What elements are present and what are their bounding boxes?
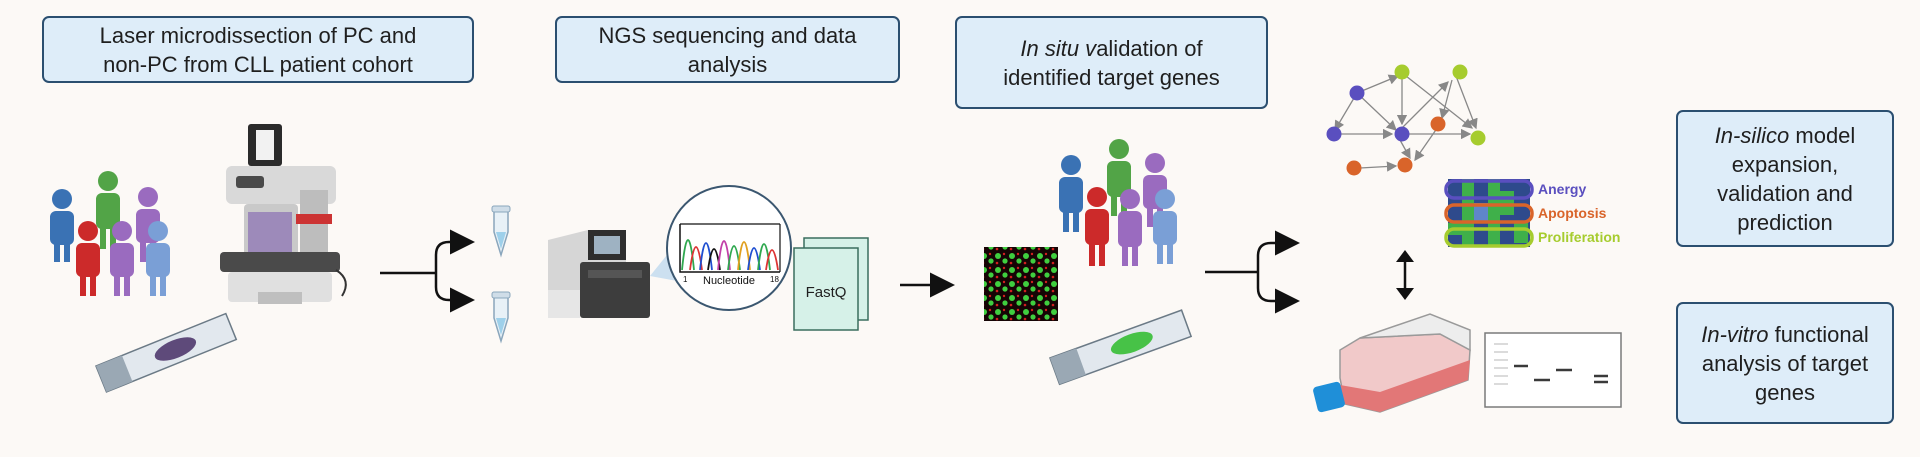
ngs-box-line2: analysis	[687, 51, 768, 77]
fastq-file-icon: FastQ	[793, 237, 869, 331]
sample-tube-icon	[491, 291, 511, 344]
insitu-italic: In situ v	[1020, 35, 1097, 61]
insilico-italic: In-silico	[1714, 122, 1790, 148]
in-situ-validation-box: In situ validation of identified target …	[955, 16, 1268, 109]
insilico-box-line1: In-silico model	[1715, 121, 1856, 150]
gene-network-graph	[1334, 74, 1478, 172]
invitro-box-line2: analysis of target	[1701, 350, 1869, 376]
ngs-sequencing-box: NGS sequencing and data analysis	[555, 16, 900, 83]
cell-culture-flask-icon	[1313, 313, 1471, 413]
chromatogram-tick-start: 1	[683, 275, 688, 284]
invitro-box-line3: genes	[1755, 379, 1815, 405]
invitro-rest: functional	[1768, 321, 1869, 347]
ngs-box-line1: NGS sequencing and data	[598, 22, 857, 48]
split-arrow-1	[380, 229, 475, 313]
fastq-label: FastQ	[806, 284, 847, 301]
ngs-sequencer-icon	[548, 230, 650, 318]
chromatogram-tick-end: 18	[770, 275, 779, 284]
pathway-heatmap: Anergy Apoptosis Proliferation	[1444, 179, 1620, 248]
insitu-rest: alidation of	[1096, 35, 1203, 61]
patient-cohort-icon	[1059, 139, 1177, 266]
insilico-box-line2: expansion,	[1731, 151, 1839, 177]
insitu-box-line1: In situ validation of	[1003, 34, 1220, 63]
insilico-box-line3: validation and	[1717, 180, 1853, 206]
chromatogram-xlabel: Nucleotide	[703, 275, 755, 287]
sample-tube-icon	[491, 205, 511, 258]
laser-box-line1: Laser microdissection of PC and	[99, 22, 417, 48]
in-silico-model-box: In-silico model expansion, validation an…	[1676, 110, 1894, 247]
in-vitro-functional-box: In-vitro functional analysis of target g…	[1676, 302, 1894, 424]
network-nodes	[1326, 64, 1486, 176]
insilico-box-line4: prediction	[1737, 209, 1833, 235]
laser-microdissection-box: Laser microdissection of PC and non-PC f…	[42, 16, 474, 83]
insilico-rest: model	[1789, 122, 1856, 148]
invitro-italic: In-vitro	[1701, 321, 1769, 347]
invitro-box-line1: In-vitro functional	[1701, 320, 1869, 349]
patient-cohort-icon	[50, 171, 170, 296]
tissue-slide-icon	[95, 312, 238, 393]
chromatogram-magnifier: Nucleotide 1 18	[666, 185, 792, 311]
insitu-box-line2: identified target genes	[1003, 64, 1220, 90]
stained-slide-icon	[1049, 309, 1193, 386]
western-blot-icon	[1484, 332, 1622, 408]
laser-microscope-icon	[220, 124, 347, 304]
legend-proliferation: Proliferation	[1538, 229, 1620, 245]
split-arrow-2	[1205, 230, 1300, 314]
bidirectional-arrow	[1396, 250, 1414, 300]
legend-apoptosis: Apoptosis	[1538, 205, 1607, 221]
laser-box-line2: non-PC from CLL patient cohort	[103, 51, 413, 77]
fluorescence-image	[984, 247, 1058, 321]
legend-anergy: Anergy	[1538, 181, 1586, 197]
